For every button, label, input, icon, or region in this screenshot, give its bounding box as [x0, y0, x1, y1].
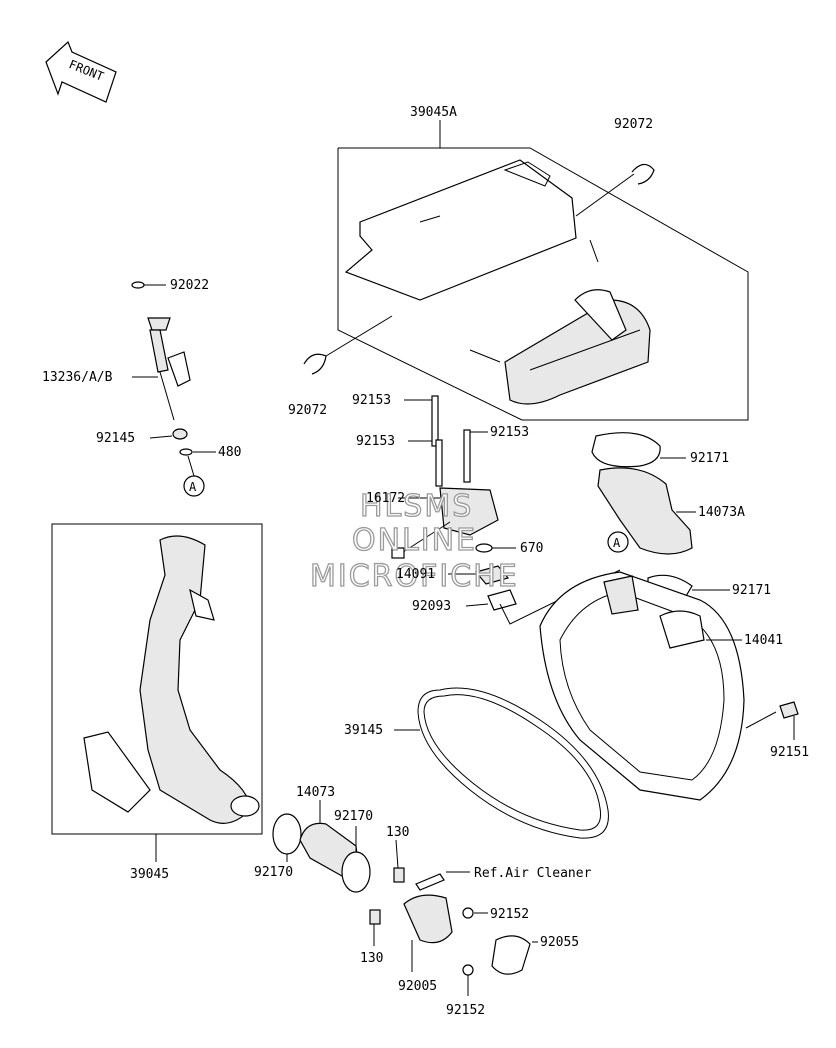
label-92005: 92005: [398, 979, 437, 994]
label-92153-a: 92153: [352, 393, 391, 408]
callout-circle: [183, 475, 205, 497]
label-92153-b: 92153: [356, 434, 395, 449]
clip-left: [303, 353, 327, 375]
clamp-92170-right: [341, 851, 371, 893]
front-arrow-icon: FRONT: [45, 40, 117, 103]
air-intake-duct: [51, 523, 263, 862]
gasket-92055: [491, 935, 531, 975]
label-92152-b: 92152: [446, 1003, 485, 1018]
label-130-a: 130: [386, 825, 409, 840]
label-92151: 92151: [770, 745, 809, 760]
callout-letter-2: A: [613, 536, 621, 550]
watermark-line-3: MICROFICHE: [310, 559, 519, 594]
label-92072-left: 92072: [288, 403, 327, 418]
duct-bracket: [83, 731, 151, 813]
duct-body: [504, 299, 651, 405]
label-14073A: 14073A: [698, 505, 745, 520]
label-14073: 14073: [296, 785, 335, 800]
clip-top: [631, 163, 655, 185]
label-670: 670: [520, 541, 543, 556]
label-92072-top: 92072: [614, 117, 653, 132]
label-14041: 14041: [744, 633, 783, 648]
lower-fittings: [272, 800, 538, 996]
watermark: HLSMS ONLINE MICROFICHE: [309, 488, 519, 594]
watermark-line-1: HLSMS: [360, 489, 473, 524]
boot-14073a: [597, 467, 693, 555]
intake-boot: [591, 432, 730, 599]
label-39045A: 39045A: [410, 105, 457, 120]
shift-linkage: A: [131, 281, 216, 497]
drive-belt-39145: [394, 687, 609, 839]
label-39045: 39045: [130, 867, 169, 882]
boot-cover-top: [591, 432, 661, 468]
duct-tube: [139, 535, 251, 824]
label-92170-b: 92170: [334, 809, 373, 824]
label-92170-a: 92170: [254, 865, 293, 880]
label-13236: 13236/A/B: [42, 370, 113, 385]
cap-92005: [403, 894, 453, 944]
label-92171-b: 92171: [732, 583, 771, 598]
label-16172: 16172: [366, 491, 405, 506]
label-92093: 92093: [412, 599, 451, 614]
label-92153-c: 92153: [490, 425, 529, 440]
label-ref-air-cleaner: Ref.Air Cleaner: [474, 866, 592, 881]
air-duct-cover-assembly: [303, 120, 749, 421]
clutch-cover-14041: A: [539, 531, 799, 801]
actuator-body: [439, 487, 499, 536]
callout-letter: A: [189, 480, 197, 494]
label-130-b: 130: [360, 951, 383, 966]
cover-plate: [344, 159, 577, 301]
label-92055: 92055: [540, 935, 579, 950]
label-480: 480: [218, 445, 241, 460]
watermark-line-2: ONLINE: [352, 523, 477, 558]
actuator-assembly: [391, 395, 621, 625]
clamp-92170-left: [272, 813, 302, 855]
label-92152-a: 92152: [490, 907, 529, 922]
part-labels: 39045A 92072 92072 92022 13236/A/B 92145…: [42, 105, 809, 1018]
label-92145: 92145: [96, 431, 135, 446]
label-39145: 39145: [344, 723, 383, 738]
label-92022: 92022: [170, 278, 209, 293]
label-14091: 14091: [396, 567, 435, 582]
label-92171-a: 92171: [690, 451, 729, 466]
